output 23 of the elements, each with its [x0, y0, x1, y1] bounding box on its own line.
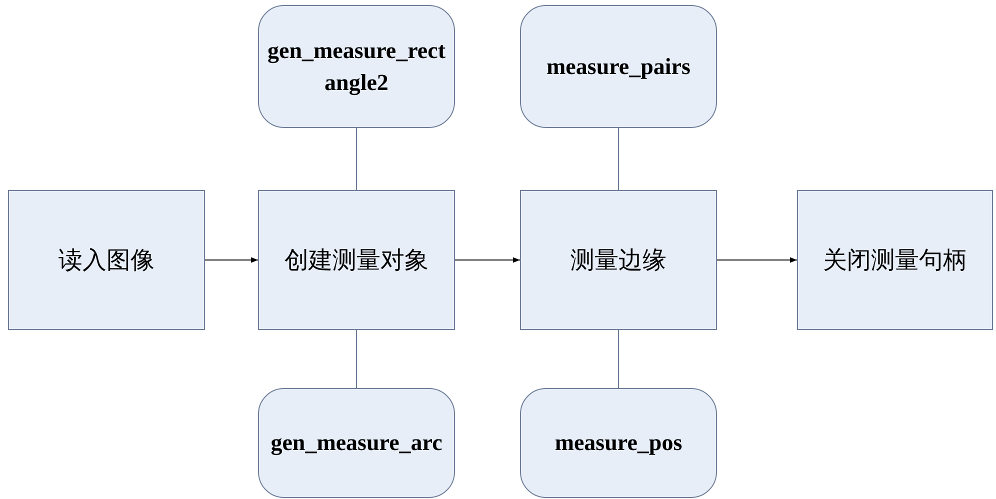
- operator-box: [520, 5, 717, 128]
- process-box: [797, 190, 993, 330]
- operator-name: measure_pairs: [546, 52, 692, 81]
- arrow: [716, 257, 798, 263]
- step-label: 测量边缘: [570, 245, 666, 276]
- step-label: 关闭测量句柄: [823, 245, 967, 276]
- operator-box: [258, 388, 455, 498]
- operator-name: gen_measure_arc: [270, 429, 444, 458]
- process-box: [520, 190, 717, 330]
- arrow: [454, 257, 520, 263]
- process-box: [258, 190, 455, 330]
- connector-line: [618, 128, 619, 190]
- arrow: [204, 257, 258, 263]
- connector-line: [356, 330, 357, 388]
- step-label: 创建测量对象: [284, 245, 428, 276]
- process-box: [8, 190, 205, 330]
- connector-line: [356, 128, 357, 190]
- operator-name: measure_pos: [554, 429, 684, 458]
- connector-line: [618, 330, 619, 388]
- operator-box: [258, 5, 455, 128]
- operator-box: [520, 388, 717, 498]
- operator-name: gen_measure_rectangle2: [266, 37, 446, 98]
- step-label: 读入图像: [58, 245, 154, 276]
